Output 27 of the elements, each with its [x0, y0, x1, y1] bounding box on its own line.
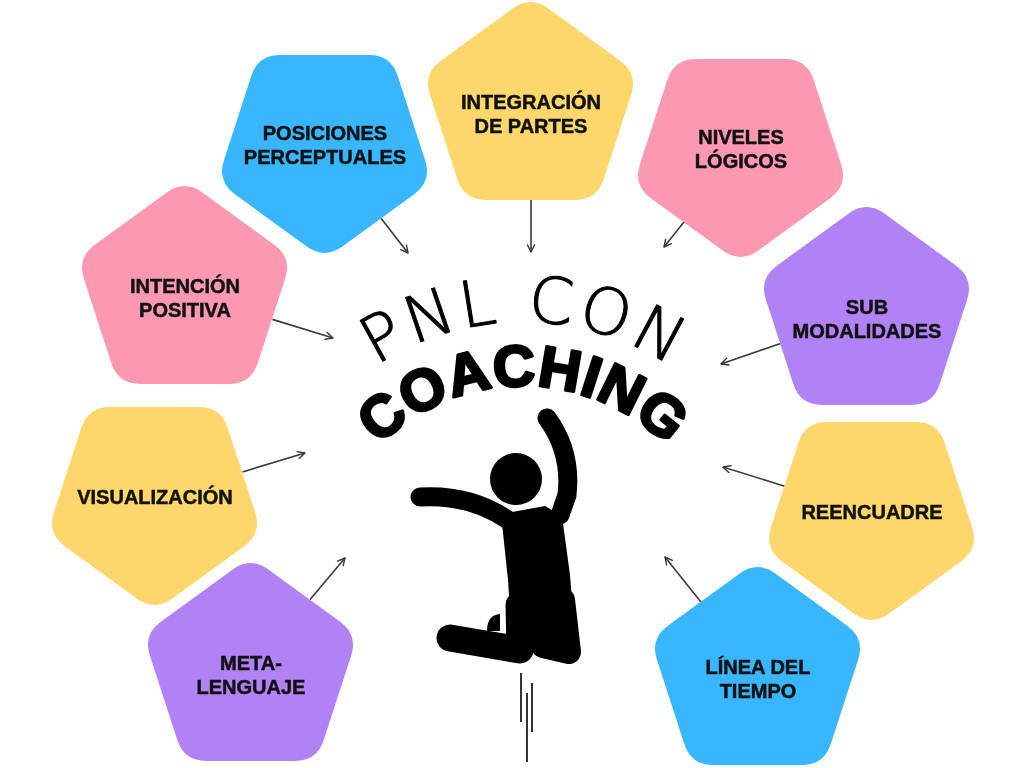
pentagon-shape	[764, 206, 970, 405]
node-label: LÍNEA DEL TIEMPO	[704, 655, 812, 704]
node-label: REENCUADRE	[801, 500, 943, 525]
arrow	[720, 342, 782, 366]
arrow	[664, 556, 702, 603]
arrow	[380, 217, 409, 254]
node-label: INTEGRACIÓN DE PARTES	[460, 90, 602, 139]
pentagon-shape	[148, 562, 354, 761]
node-label: SUB MODALIDADES	[791, 295, 943, 344]
pentagon-shape	[638, 58, 844, 257]
node-label: INTENCIÓN POSITIVA	[129, 274, 241, 323]
node-label: VISUALIZACIÓN	[77, 485, 233, 510]
node-label: META-LENGUAJE	[195, 651, 307, 700]
pentagon-shape	[428, 1, 634, 200]
pentagon-shape	[82, 185, 288, 384]
node-label: POSICIONES PERCEPTUALES	[242, 121, 408, 170]
arrow	[241, 450, 306, 473]
pentagon-shape	[52, 406, 258, 605]
arrow	[526, 199, 536, 253]
pentagon-shape	[222, 54, 428, 253]
arrow	[722, 465, 786, 488]
arrow	[663, 221, 685, 248]
arrow	[271, 318, 334, 341]
arrow	[309, 557, 346, 601]
pentagon-shape	[655, 566, 861, 765]
pentagon-shape	[769, 421, 975, 620]
node-label: NIVELES LÓGICOS	[693, 125, 789, 174]
